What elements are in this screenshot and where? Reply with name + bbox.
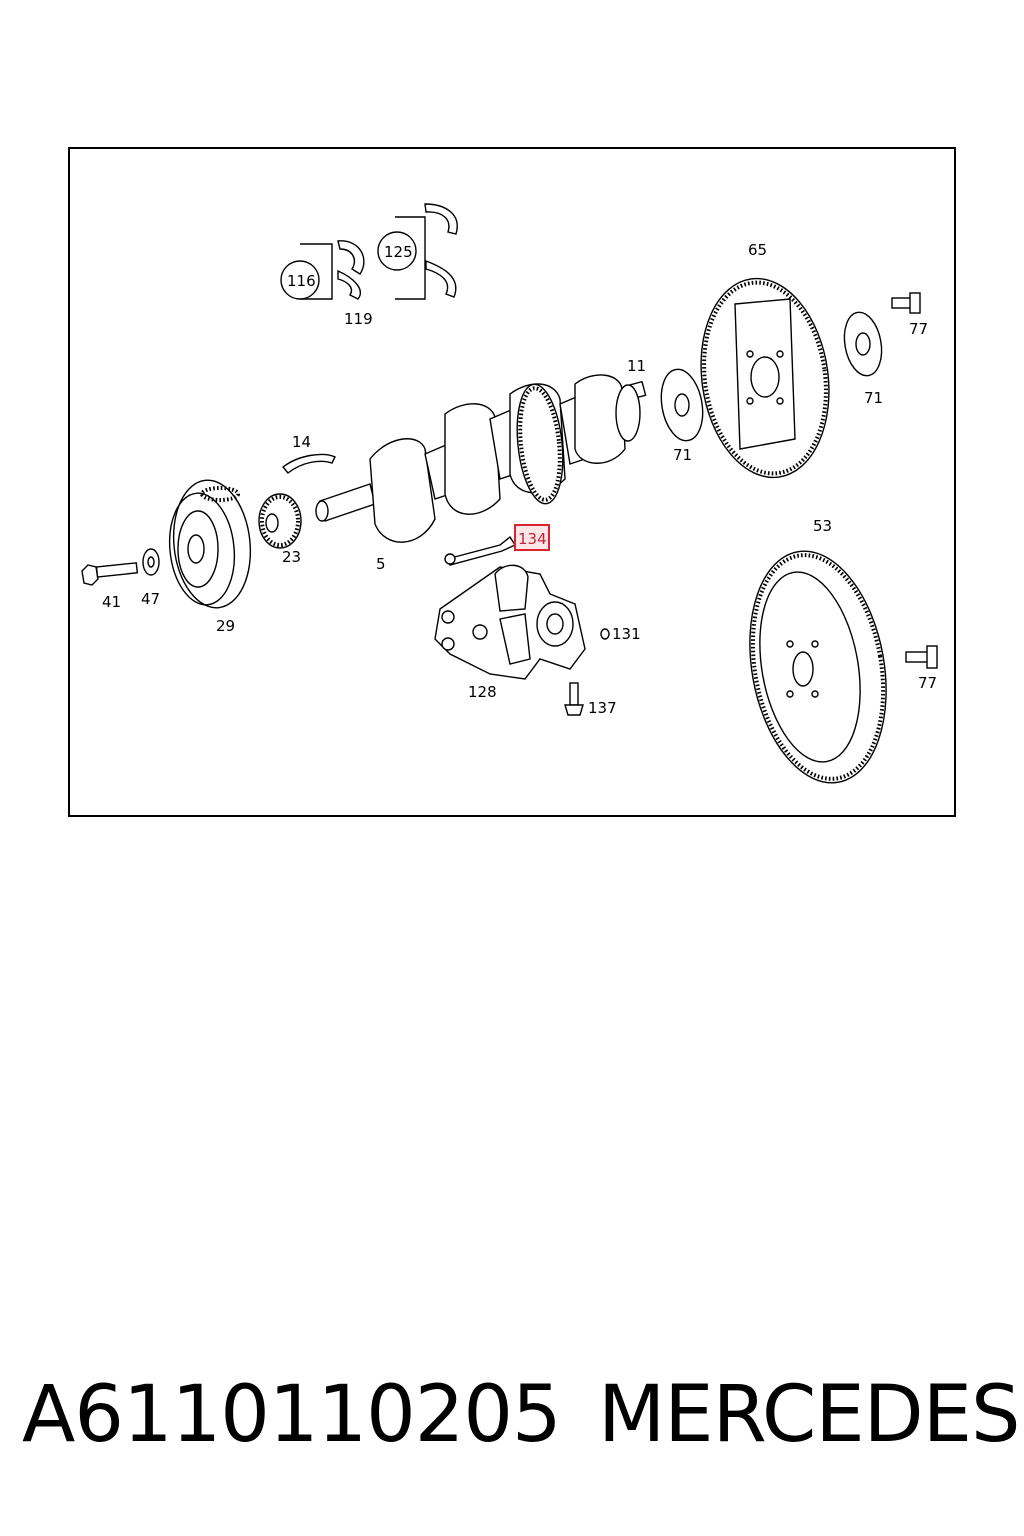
shim-71-right — [843, 311, 883, 377]
bolt-41 — [81, 562, 139, 586]
sleeve-131 — [600, 628, 610, 640]
label-65: 65 — [748, 241, 767, 259]
sprocket-23 — [258, 493, 302, 549]
label-77-lower: 77 — [918, 674, 937, 692]
crankshaft-5 — [315, 374, 641, 543]
vibration-damper-29 — [168, 479, 252, 609]
label-134: 134 — [518, 530, 547, 548]
bolt-77-lower — [905, 645, 938, 669]
label-71-right: 71 — [864, 389, 883, 407]
label-14: 14 — [292, 433, 311, 451]
label-128: 128 — [468, 683, 497, 701]
label-29: 29 — [216, 617, 235, 635]
label-137: 137 — [588, 699, 617, 717]
drive-plate-65 — [700, 277, 830, 479]
oil-pump-128 — [434, 564, 586, 680]
brand-name: MERCEDES — [598, 1370, 1020, 1460]
chain-guide-134 — [444, 535, 517, 566]
exploded-parts-diagram: 116 125 119 65 77 71 11 — [81, 203, 938, 784]
footer-caption: A6110110205 MERCEDES — [0, 1370, 1024, 1480]
label-71-left: 71 — [673, 446, 692, 464]
label-119: 119 — [344, 310, 373, 328]
callout-circle-116 — [280, 260, 320, 300]
label-125: 125 — [384, 243, 413, 261]
bolt-137 — [564, 682, 584, 716]
label-77-upper: 77 — [909, 320, 928, 338]
shim-71-left — [660, 368, 704, 442]
label-5: 5 — [376, 555, 386, 573]
label-47: 47 — [141, 590, 160, 608]
label-116: 116 — [287, 272, 316, 290]
label-131: 131 — [612, 625, 641, 643]
washer-47 — [142, 548, 160, 576]
label-53: 53 — [813, 517, 832, 535]
label-23: 23 — [282, 548, 301, 566]
thrust-washer-14 — [281, 453, 336, 474]
bolt-77-upper — [891, 292, 921, 314]
bearing-shells-119 — [280, 203, 458, 300]
parts-diagram-frame: 116 125 119 65 77 71 11 — [68, 147, 956, 817]
callout-circle-125 — [377, 231, 417, 271]
part-number: A6110110205 — [22, 1370, 562, 1460]
label-11: 11 — [627, 357, 646, 375]
highlight-box-134[interactable] — [514, 524, 550, 551]
flywheel-53 — [749, 550, 887, 784]
label-41: 41 — [102, 593, 121, 611]
